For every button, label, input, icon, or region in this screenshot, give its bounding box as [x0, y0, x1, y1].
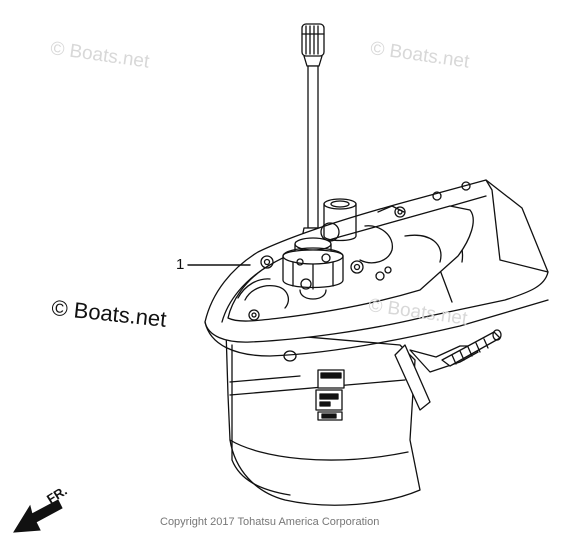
callout-number-1: 1	[176, 256, 185, 273]
water-tube	[323, 198, 357, 242]
propeller-shaft	[394, 329, 502, 411]
pump-base-deck	[227, 181, 474, 322]
water-pump-housing	[282, 237, 344, 300]
drive-shaft	[301, 23, 325, 239]
front-direction-arrow-icon	[13, 499, 63, 533]
decal-labels	[315, 369, 345, 421]
copyright-notice: Copyright 2017 Tohatsu America Corporati…	[160, 516, 380, 528]
